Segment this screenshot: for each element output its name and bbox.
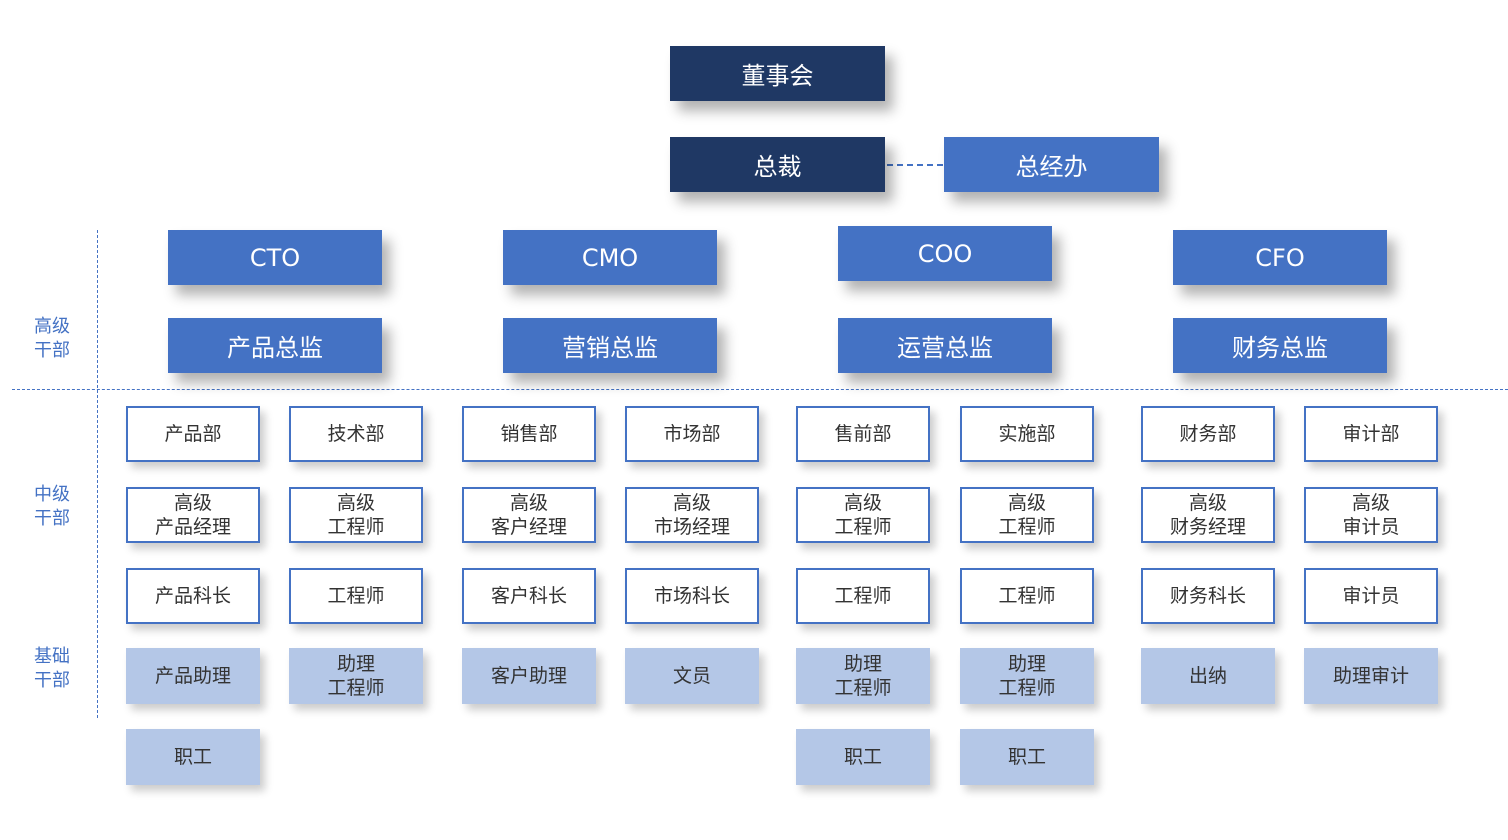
mid-role-box: 工程师 bbox=[289, 568, 423, 624]
staff-box: 职工 bbox=[796, 729, 930, 785]
tier-label-middle: 中级 干部 bbox=[34, 484, 70, 529]
dept-box: 产品部 bbox=[126, 406, 260, 462]
director-box-operations: 运营总监 bbox=[838, 318, 1052, 373]
mid-role-box: 市场科长 bbox=[625, 568, 759, 624]
chief-box-coo: COO bbox=[838, 226, 1052, 281]
chief-box-cmo: CMO bbox=[503, 230, 717, 285]
tier-label-senior: 高级 干部 bbox=[34, 316, 70, 361]
president-box: 总裁 bbox=[670, 137, 885, 192]
dept-box: 财务部 bbox=[1141, 406, 1275, 462]
basic-role-box: 助理 工程师 bbox=[960, 648, 1094, 704]
dept-box: 实施部 bbox=[960, 406, 1094, 462]
mid-role-box: 产品科长 bbox=[126, 568, 260, 624]
senior-role-box: 高级 审计员 bbox=[1304, 487, 1438, 543]
dept-box: 技术部 bbox=[289, 406, 423, 462]
senior-role-box: 高级 工程师 bbox=[796, 487, 930, 543]
dept-box: 审计部 bbox=[1304, 406, 1438, 462]
mid-role-box: 工程师 bbox=[796, 568, 930, 624]
basic-role-box: 助理 工程师 bbox=[796, 648, 930, 704]
tier-divider-vertical bbox=[97, 230, 98, 718]
dept-box: 市场部 bbox=[625, 406, 759, 462]
chief-box-cfo: CFO bbox=[1173, 230, 1387, 285]
chief-box-cto: CTO bbox=[168, 230, 382, 285]
tier-label-basic: 基础 干部 bbox=[34, 646, 70, 691]
director-box-finance: 财务总监 bbox=[1173, 318, 1387, 373]
dept-box: 售前部 bbox=[796, 406, 930, 462]
staff-box: 职工 bbox=[126, 729, 260, 785]
director-box-product: 产品总监 bbox=[168, 318, 382, 373]
mid-role-box: 工程师 bbox=[960, 568, 1094, 624]
staff-box: 职工 bbox=[960, 729, 1094, 785]
basic-role-box: 出纳 bbox=[1141, 648, 1275, 704]
mid-role-box: 审计员 bbox=[1304, 568, 1438, 624]
senior-role-box: 高级 工程师 bbox=[289, 487, 423, 543]
senior-role-box: 高级 市场经理 bbox=[625, 487, 759, 543]
board-box: 董事会 bbox=[670, 46, 885, 101]
director-box-marketing: 营销总监 bbox=[503, 318, 717, 373]
basic-role-box: 助理审计 bbox=[1304, 648, 1438, 704]
mid-role-box: 财务科长 bbox=[1141, 568, 1275, 624]
senior-role-box: 高级 产品经理 bbox=[126, 487, 260, 543]
tier-divider-horizontal bbox=[12, 389, 1508, 390]
senior-role-box: 高级 客户经理 bbox=[462, 487, 596, 543]
basic-role-box: 客户助理 bbox=[462, 648, 596, 704]
president-office-connector bbox=[887, 164, 943, 166]
gm-office-box: 总经办 bbox=[944, 137, 1159, 192]
dept-box: 销售部 bbox=[462, 406, 596, 462]
senior-role-box: 高级 工程师 bbox=[960, 487, 1094, 543]
senior-role-box: 高级 财务经理 bbox=[1141, 487, 1275, 543]
mid-role-box: 客户科长 bbox=[462, 568, 596, 624]
basic-role-box: 助理 工程师 bbox=[289, 648, 423, 704]
basic-role-box: 文员 bbox=[625, 648, 759, 704]
basic-role-box: 产品助理 bbox=[126, 648, 260, 704]
